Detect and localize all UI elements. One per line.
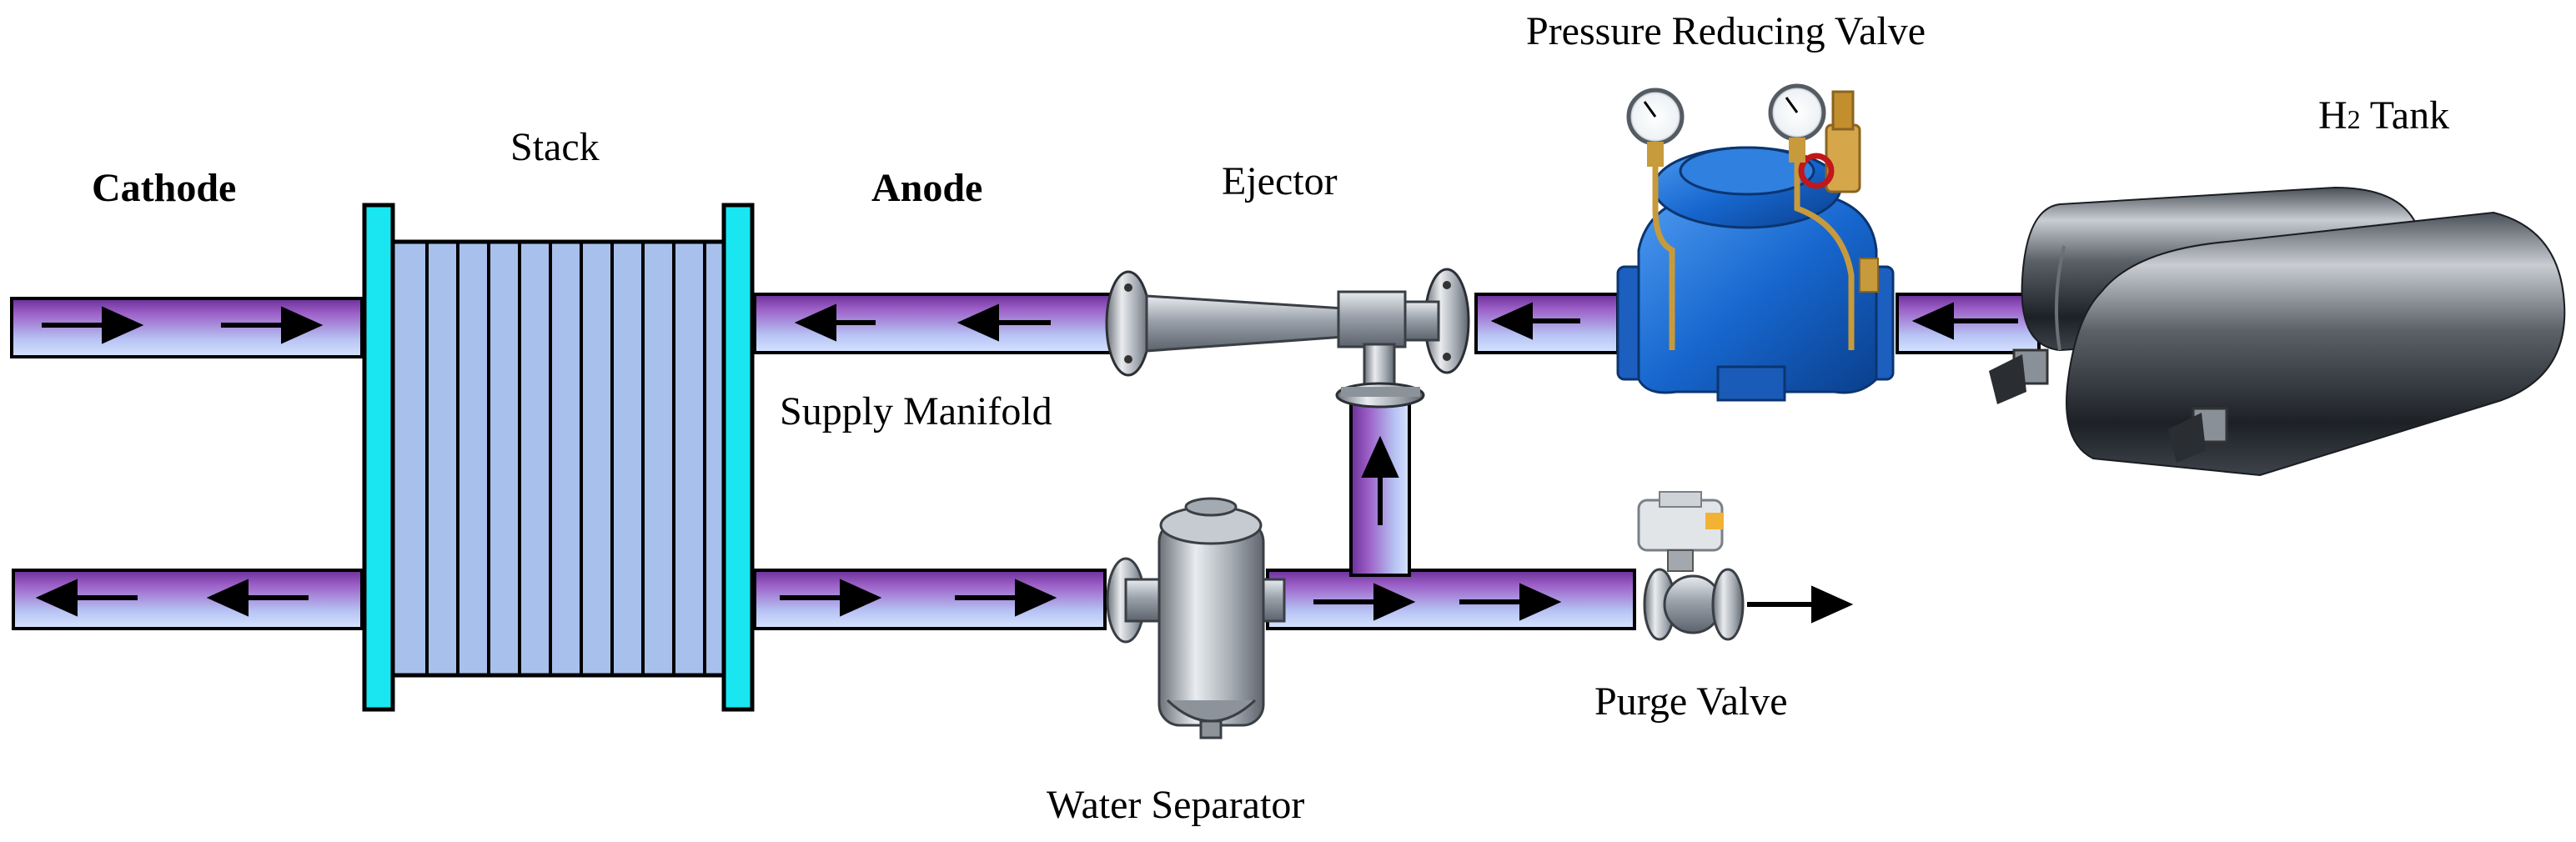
flow-arrow-icon xyxy=(1911,302,2018,340)
flow-arrow-icon xyxy=(957,303,1051,342)
actuator-icon xyxy=(1637,491,1724,572)
flow-arrow-icon xyxy=(221,306,324,344)
h2-tank-label-rest: Tank xyxy=(2360,93,2450,138)
flow-arrow-icon xyxy=(794,303,876,342)
ejector-label: Ejector xyxy=(1222,159,1338,203)
pressure-reducing-valve xyxy=(1616,83,1895,402)
ejector xyxy=(1105,268,1470,408)
h2-tank-front xyxy=(2055,211,2566,477)
anode-label: Anode xyxy=(871,166,983,210)
anode-end-plate xyxy=(721,203,755,712)
h2-tank-label-h: H xyxy=(2318,93,2348,138)
flow-arrow-icon xyxy=(1490,302,1580,340)
tank-valve xyxy=(1989,348,2228,463)
fuel-cell-stack xyxy=(362,203,755,712)
stack-body xyxy=(389,239,736,678)
flow-arrow-icon xyxy=(1747,585,1854,624)
pressure-gauge-icon xyxy=(1626,88,1685,146)
h2-tank-label: H2 Tank xyxy=(2318,96,2449,136)
h2-tanks xyxy=(1989,186,2566,477)
pressure-gauge-icon xyxy=(1768,83,1826,142)
flow-arrow-icon xyxy=(1313,583,1416,621)
flow-arrows xyxy=(35,302,2018,624)
cathode-end-plate xyxy=(362,203,395,712)
flow-arrow-icon xyxy=(1361,435,1399,525)
stack-label: Stack xyxy=(510,125,600,169)
flow-arrow-icon xyxy=(206,579,309,617)
pressure-reducing-valve-label: Pressure Reducing Valve xyxy=(1526,9,1926,53)
water-separator-label: Water Separator xyxy=(1047,783,1305,827)
h2-tank-label-subscript: 2 xyxy=(2347,104,2361,134)
flow-arrow-icon xyxy=(1459,583,1562,621)
flow-arrow-icon xyxy=(780,579,882,617)
supply-manifold-label: Supply Manifold xyxy=(780,389,1052,434)
purge-valve-label: Purge Valve xyxy=(1594,679,1788,724)
flow-arrow-icon xyxy=(955,579,1057,617)
flow-arrow-icon xyxy=(42,306,144,344)
cathode-label: Cathode xyxy=(92,166,237,210)
purge-valve xyxy=(1637,491,1745,641)
flow-arrow-icon xyxy=(35,579,138,617)
water-separator xyxy=(1106,497,1286,739)
